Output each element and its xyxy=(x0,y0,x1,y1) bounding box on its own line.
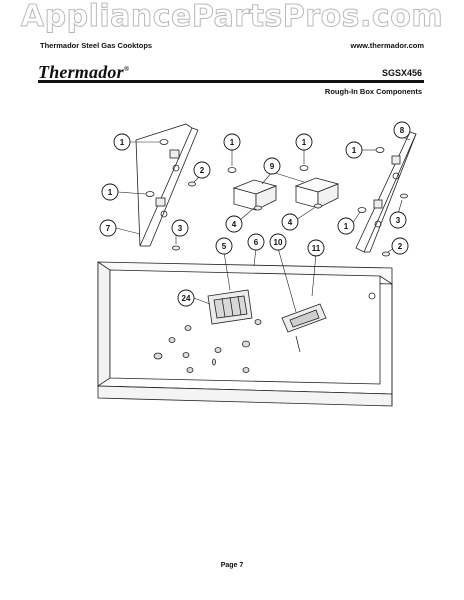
left-side-rail xyxy=(135,123,199,247)
callout-1: 1 xyxy=(345,141,363,159)
svg-text:3: 3 xyxy=(396,216,401,225)
callout-1: 1 xyxy=(295,133,313,151)
bracket-right xyxy=(294,177,340,209)
callout-3: 3 xyxy=(389,211,407,229)
callout-4: 4 xyxy=(281,213,299,231)
brand-name: Thermador xyxy=(38,62,124,82)
svg-text:1: 1 xyxy=(108,188,113,197)
callout-7: 7 xyxy=(99,219,117,237)
registered-mark: ® xyxy=(123,65,130,73)
website: www.thermador.com xyxy=(350,41,425,50)
model-number: SGSX456 xyxy=(381,68,422,78)
svg-text:1: 1 xyxy=(230,138,235,147)
svg-text:1: 1 xyxy=(302,138,307,147)
svg-text:2: 2 xyxy=(200,166,205,175)
svg-text:1: 1 xyxy=(120,138,125,147)
svg-text:7: 7 xyxy=(106,224,111,233)
burner-openings xyxy=(153,319,262,373)
callout-8: 8 xyxy=(393,121,411,139)
right-side-rail xyxy=(355,131,417,253)
product-line: Thermador Steel Gas Cooktops xyxy=(40,41,153,50)
svg-text:1: 1 xyxy=(352,146,357,155)
callout-11: 11 xyxy=(307,239,325,257)
callout-2: 2 xyxy=(193,161,211,179)
svg-text:2: 2 xyxy=(398,242,403,251)
svg-text:5: 5 xyxy=(222,242,227,251)
svg-text:8: 8 xyxy=(400,126,405,135)
callout-1: 1 xyxy=(223,133,241,151)
callout-6: 6 xyxy=(247,233,265,251)
svg-text:9: 9 xyxy=(270,162,275,171)
svg-text:4: 4 xyxy=(288,218,293,227)
callout-24: 24 xyxy=(177,289,195,307)
leader-lines xyxy=(115,135,411,313)
screws xyxy=(172,181,408,257)
svg-text:10: 10 xyxy=(274,238,283,247)
svg-text:6: 6 xyxy=(254,238,259,247)
callout-2: 2 xyxy=(391,237,409,255)
callout-4: 4 xyxy=(225,215,243,233)
callout-9: 9 xyxy=(263,157,281,175)
svg-text:24: 24 xyxy=(182,294,191,303)
bracket-left xyxy=(232,179,278,211)
svg-text:3: 3 xyxy=(178,224,183,233)
spark-module xyxy=(207,289,253,325)
controller-module xyxy=(281,303,327,353)
callout-1: 1 xyxy=(101,183,119,201)
header-rule xyxy=(38,80,424,83)
callout-5: 5 xyxy=(215,237,233,255)
callout-1: 1 xyxy=(337,217,355,235)
svg-text:4: 4 xyxy=(232,220,237,229)
callout-1: 1 xyxy=(113,133,131,151)
callout-3: 3 xyxy=(171,219,189,237)
brand-logo: Thermador® xyxy=(38,62,129,83)
callout-10: 10 xyxy=(269,233,287,251)
svg-text:11: 11 xyxy=(312,244,321,253)
rough-in-box xyxy=(97,261,393,407)
diagram-title: Rough-In Box Components xyxy=(324,87,422,96)
svg-text:1: 1 xyxy=(344,222,349,231)
page-number: Page 7 xyxy=(220,562,244,569)
watermark: AppliancePartsPros.com xyxy=(20,0,444,34)
